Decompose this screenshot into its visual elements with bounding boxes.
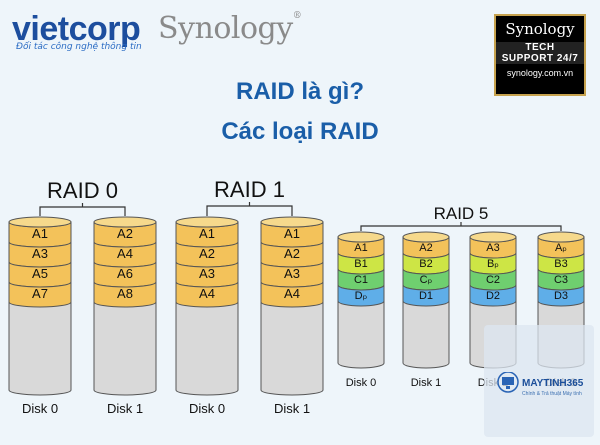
disk-block	[175, 281, 239, 308]
synology-logo-text: Synology	[158, 11, 293, 46]
vietcorp-tagline: Đối tác công nghệ thông tin	[16, 42, 142, 52]
disk-block	[260, 281, 324, 308]
disk-top	[93, 216, 157, 228]
disk-name: Disk 1	[274, 401, 310, 416]
raid-bracket	[360, 222, 562, 231]
disk-name: Disk 1	[411, 377, 442, 389]
block-label: A2	[117, 226, 133, 241]
block-label: Cₚ	[420, 274, 433, 286]
disk-name: Disk 0	[22, 401, 58, 416]
raid-bracket	[206, 202, 293, 216]
block-label: C3	[554, 274, 568, 286]
tech-support-badge: Synology TECH SUPPORT 24/7 synology.com.…	[494, 14, 586, 96]
badge-website: synology.com.vn	[506, 68, 574, 78]
block-label: A3	[32, 246, 48, 261]
block-label: D1	[419, 290, 433, 302]
block-label: A4	[199, 286, 215, 301]
block-label: Dₚ	[355, 290, 368, 302]
block-label: C2	[486, 274, 500, 286]
disk-block	[537, 284, 585, 307]
block-label: A4	[117, 246, 133, 261]
block-label: A2	[284, 246, 300, 261]
badge-line-support: SUPPORT 24/7	[496, 53, 584, 64]
block-label: B2	[419, 258, 432, 270]
disk-block	[337, 284, 385, 307]
monitor-icon	[497, 372, 519, 393]
block-label: Aₚ	[555, 242, 567, 254]
disk-top	[175, 216, 239, 228]
watermark-tagline: Chính & Trả thuật Máy tính	[522, 391, 582, 397]
block-label: A2	[419, 242, 432, 254]
raid-bracket	[39, 203, 126, 216]
disk-top	[469, 231, 517, 243]
disk-name: Disk 0	[189, 401, 225, 416]
block-label: A6	[117, 266, 133, 281]
block-label: A3	[199, 266, 215, 281]
registered-mark: ®	[292, 11, 302, 21]
disk-top	[8, 216, 72, 228]
block-label: B1	[354, 258, 367, 270]
block-label: D2	[486, 290, 500, 302]
disk-block	[8, 281, 72, 308]
raid-label: RAID 0	[47, 178, 118, 203]
disk-block	[93, 281, 157, 308]
badge-line-tech: TECH	[496, 42, 584, 53]
disk-top	[537, 231, 585, 243]
block-label: A4	[284, 286, 300, 301]
badge-brand: Synology	[505, 20, 575, 38]
block-label: A3	[486, 242, 499, 254]
disk-top	[260, 216, 324, 228]
title-line-1: RAID là gì?	[235, 78, 364, 105]
block-label: A1	[354, 242, 367, 254]
block-label: Bₚ	[487, 258, 499, 270]
disk-top	[337, 231, 385, 243]
block-label: D3	[554, 290, 568, 302]
disk-block	[469, 284, 517, 307]
block-label: A1	[284, 226, 300, 241]
disk-name: Disk 0	[346, 377, 377, 389]
disk-name: Disk 1	[107, 401, 143, 416]
block-label: A5	[32, 266, 48, 281]
title-line-2: Các loại RAID	[221, 118, 379, 145]
block-label: B3	[554, 258, 567, 270]
raid-label: RAID 5	[434, 204, 489, 223]
watermark-name: MAYTINH365	[522, 378, 584, 389]
block-label: C1	[354, 274, 368, 286]
block-label: A1	[32, 226, 48, 241]
disk-top	[402, 231, 450, 243]
raid-label: RAID 1	[214, 177, 285, 202]
vietcorp-logo: vietcorp	[12, 10, 141, 48]
block-label: A2	[199, 246, 215, 261]
block-label: A7	[32, 286, 48, 301]
disk-block	[402, 284, 450, 307]
block-label: A3	[284, 266, 300, 281]
synology-logo: Synology®	[158, 11, 302, 46]
block-label: A1	[199, 226, 215, 241]
block-label: A8	[117, 286, 133, 301]
